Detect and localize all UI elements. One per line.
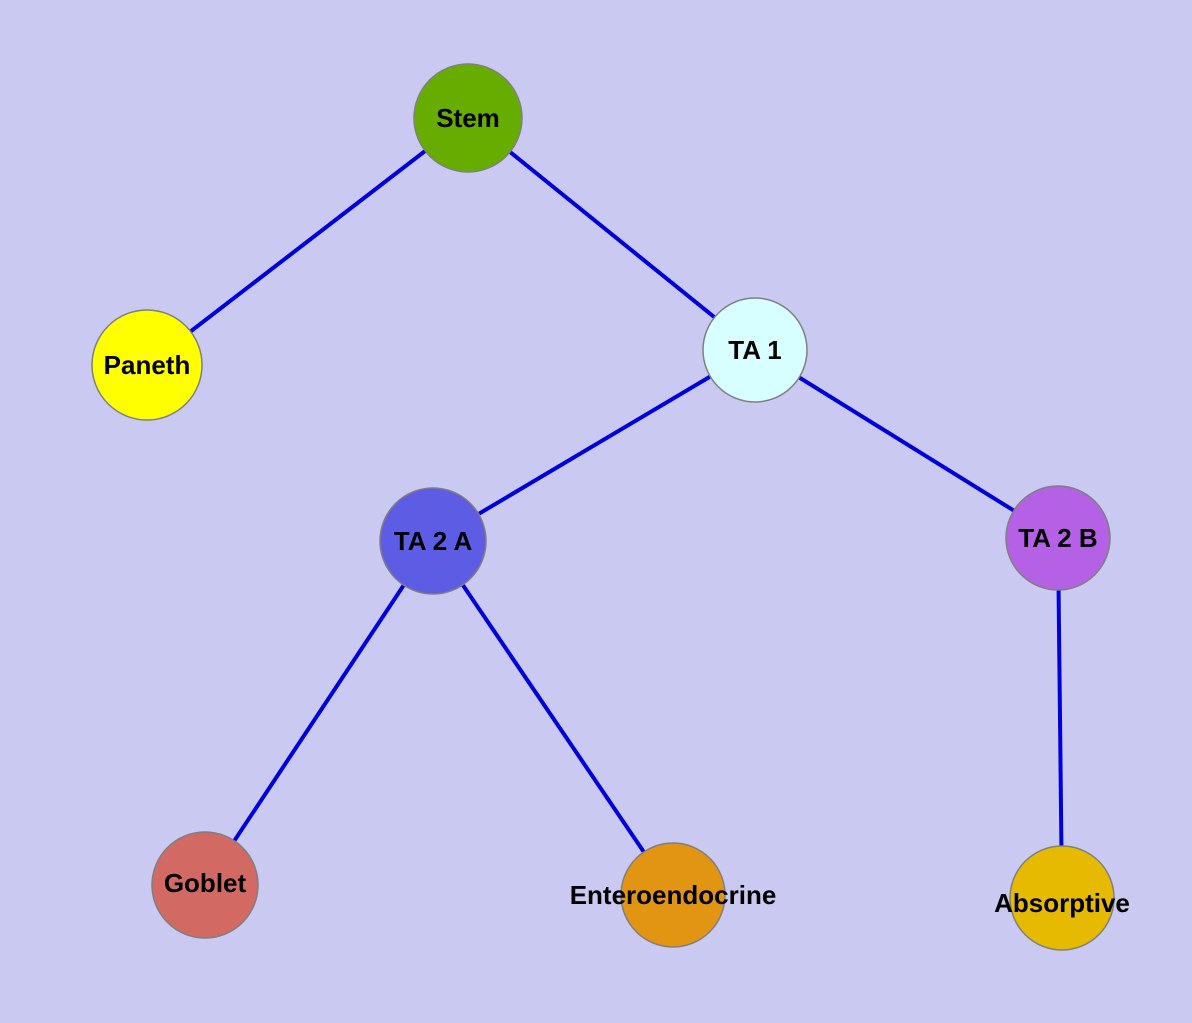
edge-stem-ta1 [466,116,757,352]
nodes: Stem Paneth TA 1 TA 2 A TA 2 B Goblet [91,63,1130,951]
edge-ta1-ta2a [431,348,757,543]
node-circle-goblet [151,831,259,939]
node-ta2a[interactable]: TA 2 A [379,487,487,595]
node-label-ta1: TA 1 [728,335,781,365]
edge-ta2a-enteroendocrine [431,539,675,897]
node-circle-enteroendocrine [620,842,726,948]
node-label-goblet: Goblet [164,868,247,898]
node-label-ta2a: TA 2 A [394,526,473,556]
node-stem[interactable]: Stem [413,63,523,173]
edge-ta1-ta2b [753,348,1060,540]
node-ta1[interactable]: TA 1 [702,297,808,403]
edge-stem-paneth [145,116,470,367]
edge-ta2a-goblet [203,539,435,887]
node-absorptive[interactable]: Absorptive [994,845,1130,951]
node-label-ta2b: TA 2 B [1018,523,1097,553]
node-enteroendocrine[interactable]: Enteroendocrine [570,842,777,948]
node-circle-absorptive [1009,845,1115,951]
edge-ta2b-absorptive [1056,537,1064,899]
node-paneth[interactable]: Paneth [91,309,203,421]
node-ta2b[interactable]: TA 2 B [1005,485,1111,591]
node-label-absorptive: Absorptive [994,888,1130,918]
node-circle-ta1 [702,297,808,403]
node-label-paneth: Paneth [104,350,191,380]
node-goblet[interactable]: Goblet [151,831,259,939]
node-circle-ta2a [379,487,487,595]
node-circle-stem [413,63,523,173]
node-label-stem: Stem [436,103,500,133]
node-circle-ta2b [1005,485,1111,591]
node-label-enteroendocrine: Enteroendocrine [570,880,777,910]
edges [145,116,1064,899]
node-circle-paneth [91,309,203,421]
